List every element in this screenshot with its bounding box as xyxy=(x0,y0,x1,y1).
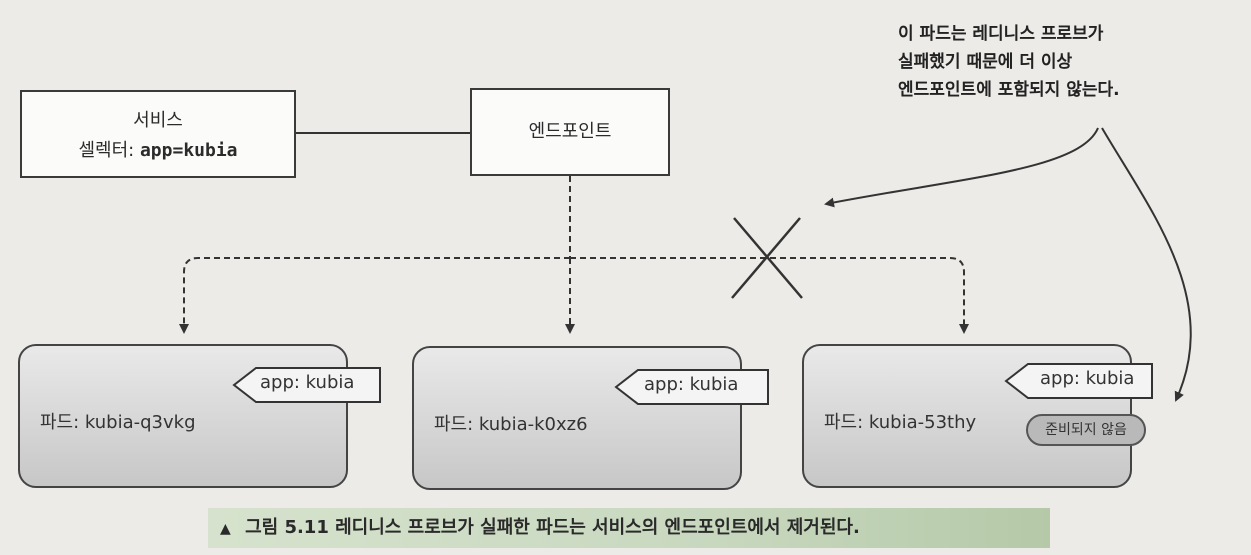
annotation-line-1: 이 파드는 레디니스 프로브가 xyxy=(898,24,1104,44)
removed-x-icon xyxy=(731,217,803,299)
endpoints-label: 엔드포인트 xyxy=(528,121,612,142)
pod-card-1: app: kubia 파드: kubia-q3vkg xyxy=(18,344,381,488)
not-ready-badge: 준비되지 않음 xyxy=(1026,414,1146,446)
selector-value: app=kubia xyxy=(139,140,238,161)
annotation-line-3: 엔드포인트에 포함되지 않는다. xyxy=(898,80,1120,100)
annotation-text: 이 파드는 레디니스 프로브가 실패했기 때문에 더 이상 엔드포인트에 포함되… xyxy=(898,20,1208,104)
branch-right xyxy=(570,257,969,334)
label-tag-shape xyxy=(1004,363,1153,399)
triangle-up-icon: ▲ xyxy=(220,521,231,537)
service-selector: 셀렉터: app=kubia xyxy=(22,136,294,162)
label-tag-shape xyxy=(614,369,769,405)
endpoints-box: 엔드포인트 xyxy=(470,88,670,176)
label-tag-shape xyxy=(232,367,381,403)
service-box: 서비스 셀렉터: app=kubia xyxy=(20,90,296,178)
pod-label-tag: app: kubia xyxy=(260,372,355,393)
pod-name: 파드: kubia-q3vkg xyxy=(40,412,196,433)
selector-label: 셀렉터: xyxy=(78,140,135,161)
pod-card-3: app: kubia 파드: kubia-53thy 준비되지 않음 xyxy=(802,344,1153,488)
annotation-arrow-to-x xyxy=(824,127,1099,208)
pod-card-2: app: kubia 파드: kubia-k0xz6 xyxy=(412,346,769,490)
pod-name: 파드: kubia-k0xz6 xyxy=(434,414,588,435)
caption-text: 그림 5.11 레디니스 프로브가 실패한 파드는 서비스의 엔드포인트에서 제… xyxy=(245,517,860,538)
pod-label-tag: app: kubia xyxy=(1040,368,1135,389)
branch-left xyxy=(179,257,570,334)
annotation-arrow-to-pod xyxy=(1101,127,1192,402)
annotation-line-2: 실패했기 때문에 더 이상 xyxy=(898,52,1073,72)
pod-label-tag: app: kubia xyxy=(644,374,739,395)
pod-name: 파드: kubia-53thy xyxy=(824,412,977,433)
figure-caption: ▲ 그림 5.11 레디니스 프로브가 실패한 파드는 서비스의 엔드포인트에서… xyxy=(208,508,1050,548)
service-title: 서비스 xyxy=(133,110,183,131)
